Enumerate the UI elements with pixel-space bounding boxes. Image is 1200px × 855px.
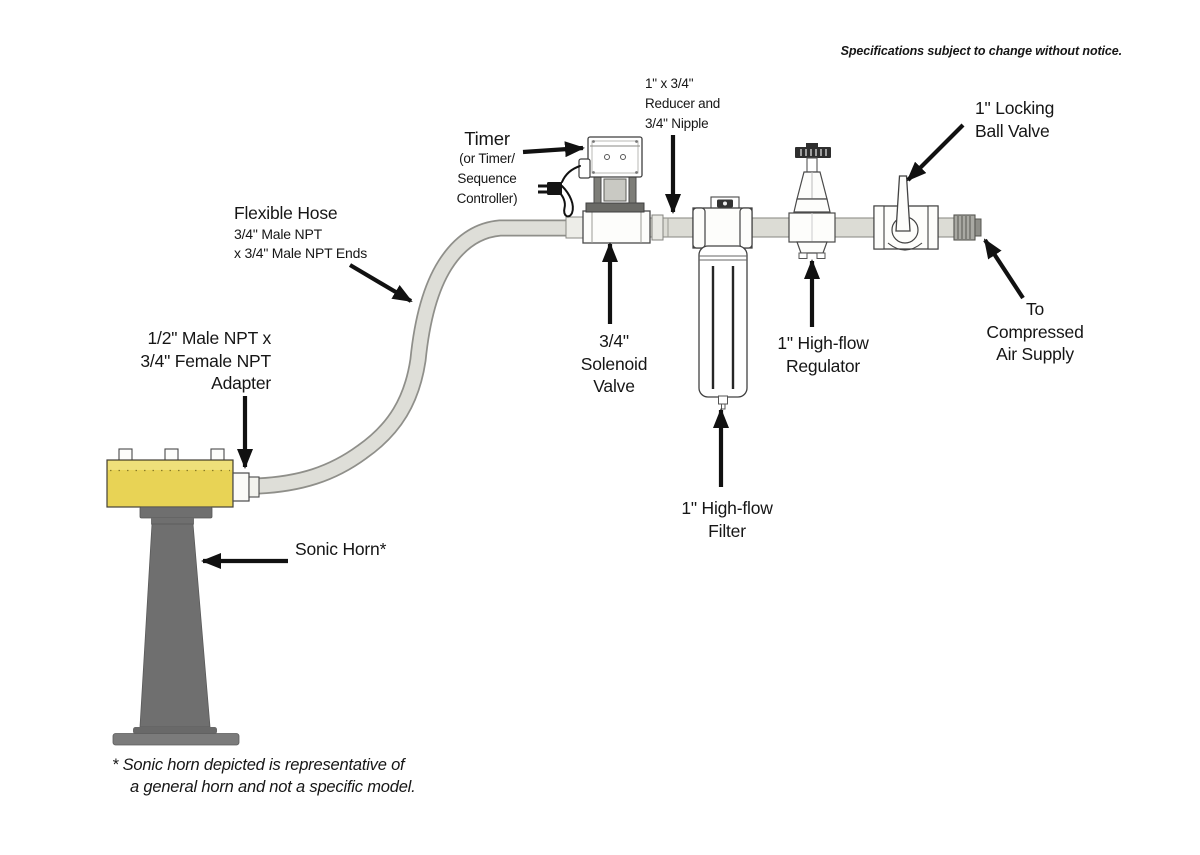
adapter-label: 1/2" Male NPT x 3/4" Female NPT Adapter — [140, 328, 271, 393]
regulator-knob — [795, 147, 831, 158]
adapter-fitting — [232, 472, 250, 502]
footnote-line2: a general horn and not a specific model. — [130, 778, 416, 796]
callout-arrows — [201, 123, 1025, 569]
timer-label: Timer (or Timer/ Sequence Controller) — [427, 128, 547, 209]
ball-valve-graphic — [873, 175, 939, 251]
timer-label-sub1: (or Timer/ — [459, 151, 515, 166]
regulator-graphic — [788, 143, 836, 259]
timer-device-graphic — [538, 136, 643, 218]
reducer-coupling — [651, 214, 664, 241]
flexible-hose-label: Flexible Hose 3/4" Male NPT x 3/4" Male … — [234, 203, 367, 261]
regulator-label: 1" High-flow Regulator — [777, 333, 869, 376]
horn-base-flange — [112, 733, 240, 746]
timer-label-sub2: Sequence — [457, 171, 517, 186]
reducer-label: 1" x 3/4" Reducer and 3/4" Nipple — [645, 76, 721, 131]
power-plug-icon — [547, 182, 562, 195]
timer-arrow-icon — [522, 141, 585, 158]
flexible-hose-graphic — [257, 216, 585, 495]
solenoid-valve-graphic — [582, 174, 651, 244]
timer-screw-icon — [620, 154, 626, 160]
filter-bowl — [698, 245, 748, 398]
air-supply-arrow-icon — [983, 238, 1025, 300]
filter-graphic — [692, 196, 753, 410]
ball-valve-label: 1" Locking Ball Valve — [975, 98, 1055, 141]
supply-thread-graphic — [953, 214, 982, 241]
power-cord — [561, 165, 581, 183]
sonic-horn-graphic — [106, 448, 260, 746]
timer-label-sub3: Controller) — [456, 191, 518, 206]
footnote: * Sonic horn depicted is representative … — [112, 754, 416, 798]
footnote-line1: * Sonic horn depicted is representative … — [112, 756, 405, 774]
spec-notice: Specifications subject to change without… — [840, 44, 1122, 58]
filter-label: 1" High-flow Filter — [681, 498, 773, 541]
horn-cone — [139, 523, 211, 728]
solenoid-label: 3/4" Solenoid Valve — [580, 331, 648, 396]
solenoid-coil — [603, 178, 627, 202]
timer-label-title: Timer — [464, 128, 510, 149]
sonic-horn-label: Sonic Horn* — [295, 539, 387, 559]
timer-cord-port — [578, 158, 591, 179]
timer-screw-icon — [604, 154, 610, 160]
ball-valve-arrow-icon — [906, 123, 965, 182]
valve-handle — [895, 175, 911, 232]
air-supply-label: To Compressed Air Supply — [986, 299, 1084, 364]
filter-drain — [718, 395, 728, 405]
hose-arrow-icon — [348, 263, 413, 303]
flexible-hose-title: Flexible Hose — [234, 203, 338, 223]
